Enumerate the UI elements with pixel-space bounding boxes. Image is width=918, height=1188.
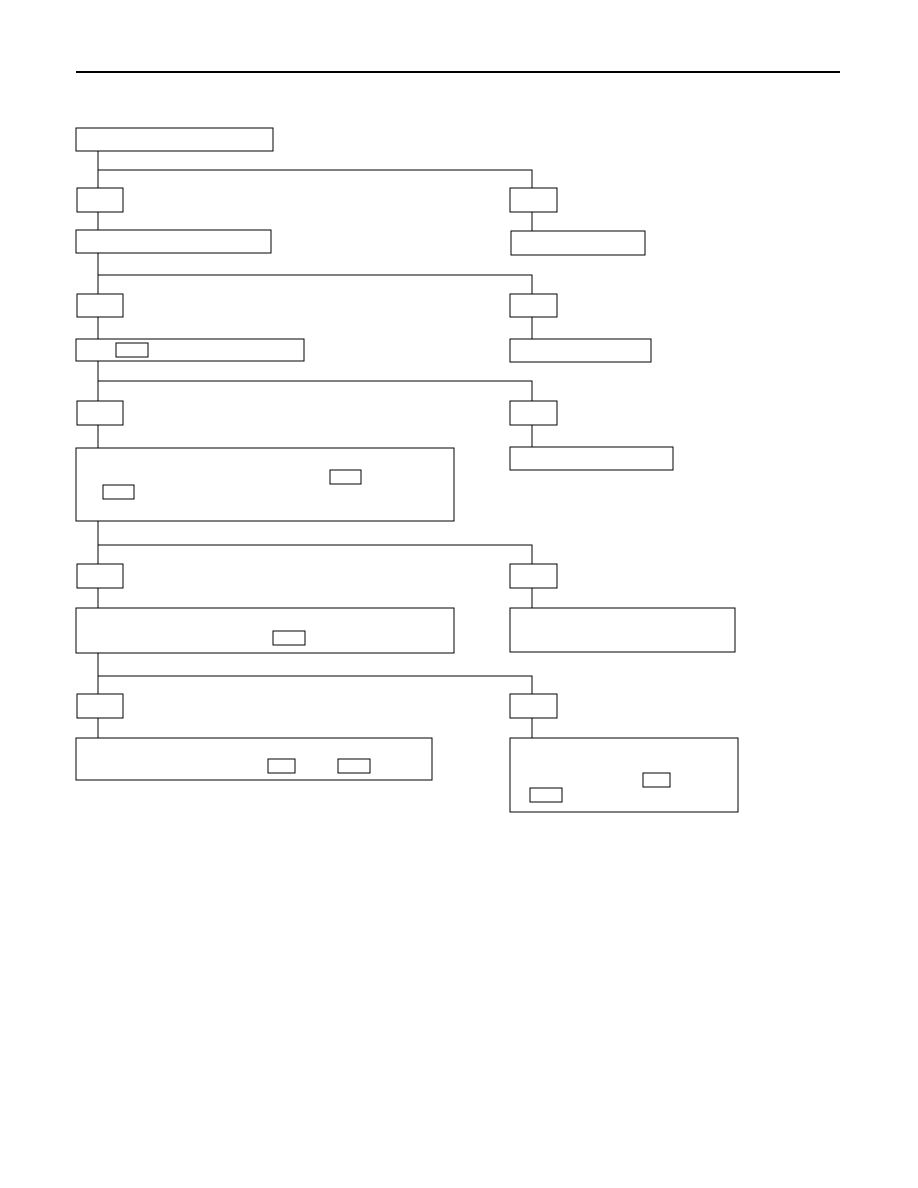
yes-3-node [76, 400, 124, 426]
step-4-reference-tag-a [329, 469, 362, 485]
yes-1-node [76, 187, 124, 213]
connector-4-branch [98, 544, 533, 564]
connector-3-branch [98, 380, 533, 401]
action-no-4-node [509, 607, 736, 653]
no-3-node [509, 400, 558, 426]
no-5-node [509, 693, 558, 719]
yes-4-node [76, 563, 124, 589]
step-4-node [75, 447, 455, 522]
connectors [97, 151, 533, 738]
step-3-reference-tag [115, 342, 149, 358]
connector-5-branch [98, 675, 533, 694]
step-5-reference-tag [272, 630, 306, 646]
step-6-reference-tag-b [337, 758, 371, 774]
step-6-node [75, 737, 433, 781]
no-2-node [509, 293, 558, 318]
step-4-reference-tag-b [102, 484, 135, 500]
connector-1-branch [98, 169, 533, 188]
action-no-2-node [509, 338, 652, 363]
action-no-5-reference-tag-b [529, 787, 563, 803]
step-5-node [75, 607, 455, 654]
no-4-node [509, 563, 558, 589]
step-2-node [75, 229, 272, 254]
yes-2-node [76, 293, 124, 318]
connector-2-branch [98, 274, 533, 294]
yes-5-node [76, 693, 124, 719]
action-no-5-reference-tag-a [642, 772, 671, 788]
action-no-5-node [509, 737, 739, 813]
step-6-reference-tag-a [267, 758, 296, 774]
no-1-node [509, 187, 558, 213]
start-node [75, 127, 274, 152]
action-no-1-node [510, 230, 646, 256]
action-no-3-node [509, 446, 674, 471]
step-3-node [75, 338, 305, 362]
